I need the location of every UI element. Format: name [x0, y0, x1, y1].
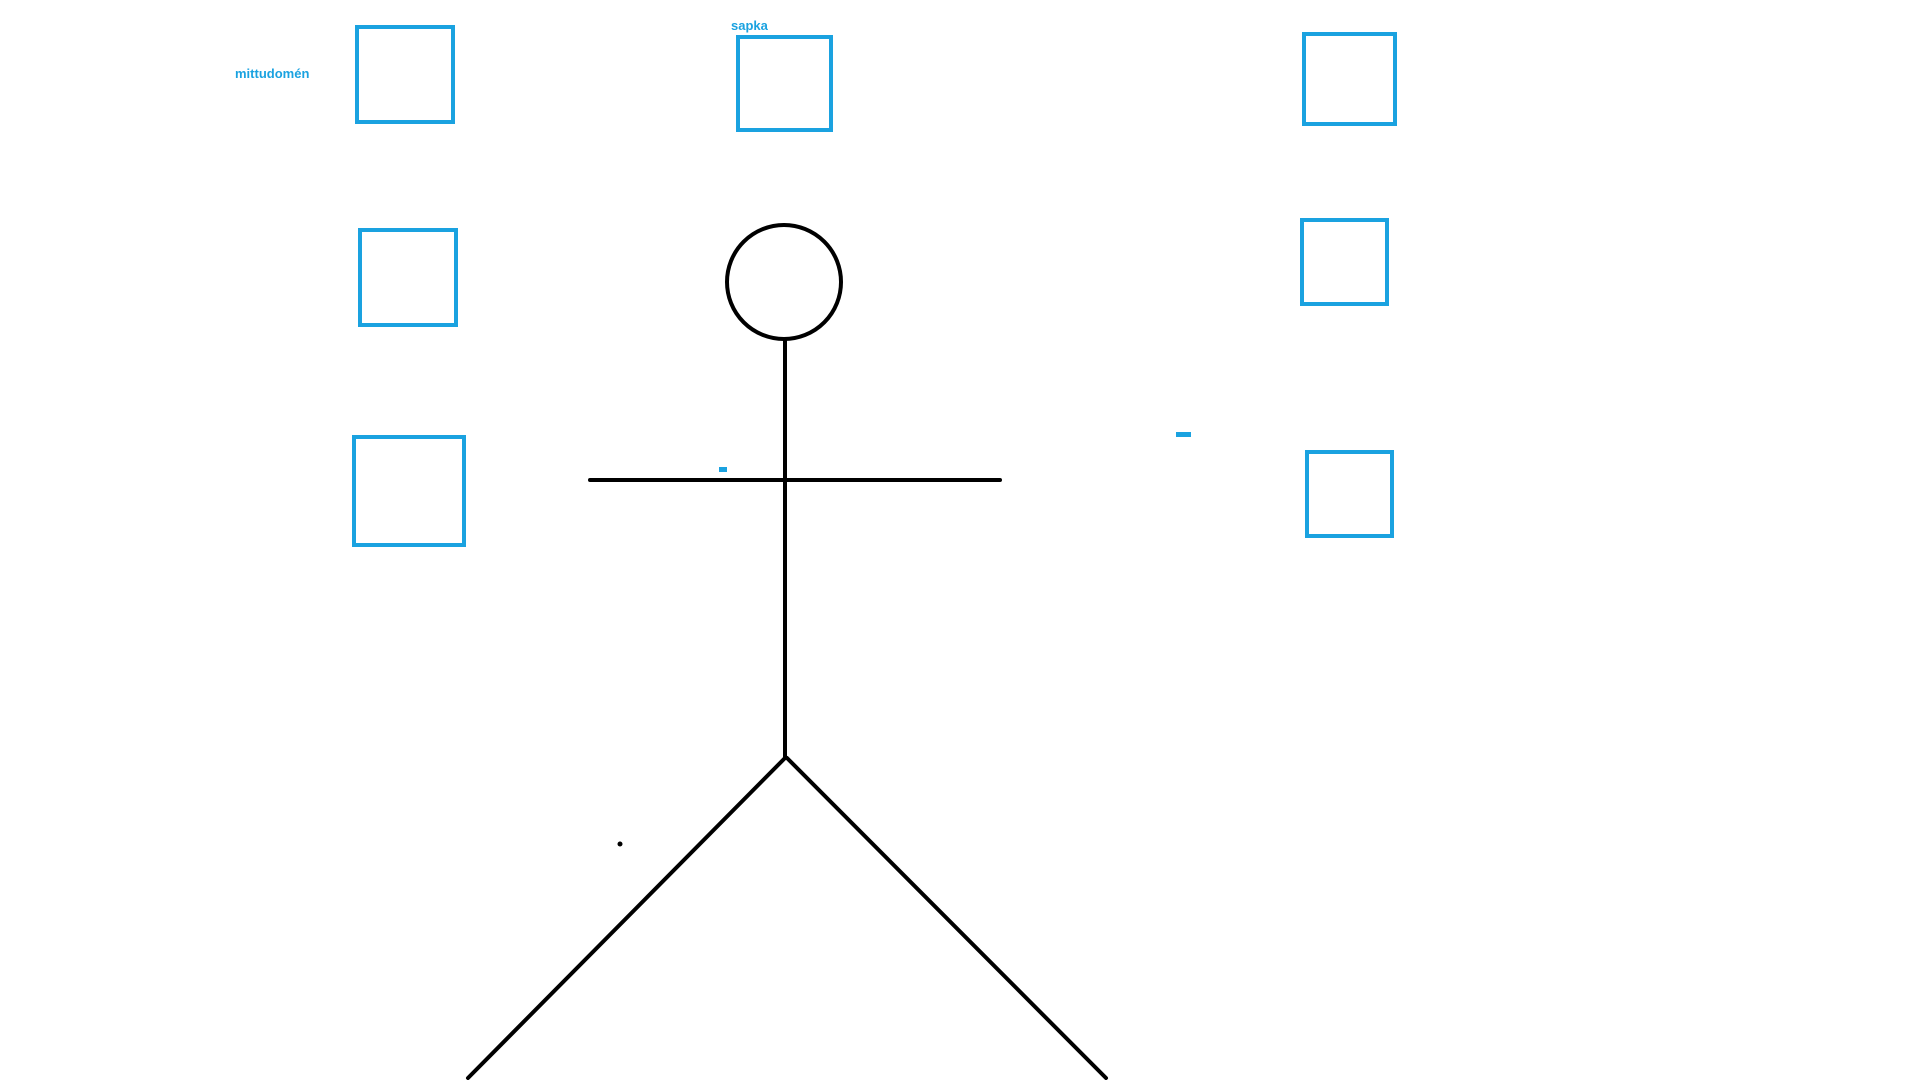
blue-mark-small — [719, 467, 727, 472]
stick-figure — [466, 223, 1108, 1080]
blue-mark-dash — [1176, 432, 1191, 437]
stick-figure-left-leg — [466, 756, 787, 1080]
slot-box-left-middle — [358, 228, 458, 327]
ink-dot — [617, 841, 623, 847]
slot-box-right-top — [1302, 32, 1397, 126]
label-mittudomen: mittudomén — [235, 66, 310, 81]
slot-box-right-middle — [1300, 218, 1389, 306]
slot-box-left-top — [355, 25, 455, 124]
slot-box-left-bottom — [352, 435, 466, 547]
slot-box-right-bottom — [1305, 450, 1394, 538]
slot-box-center-top — [736, 35, 833, 132]
stick-figure-right-leg — [785, 756, 1108, 1080]
stick-figure-head — [725, 223, 843, 341]
label-sapka: sapka — [731, 18, 768, 33]
